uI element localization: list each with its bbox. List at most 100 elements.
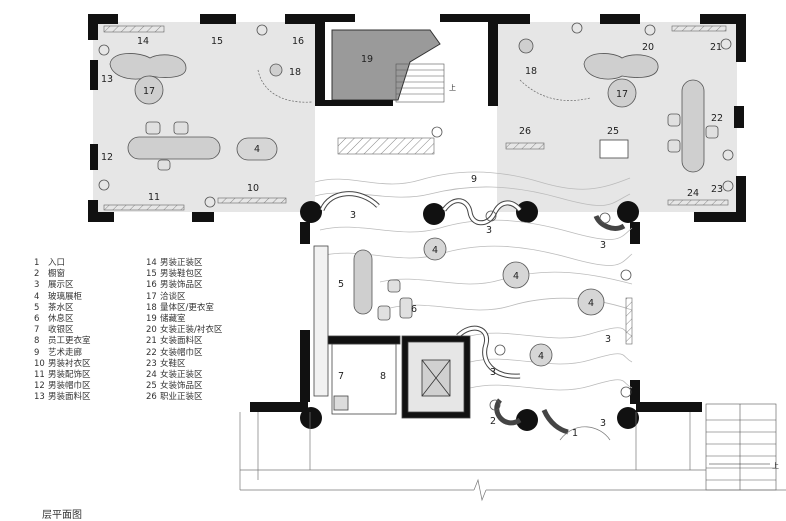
rack: [625, 297, 633, 345]
legend-number: 16: [146, 280, 157, 291]
legend-number: 22: [146, 347, 157, 358]
room-number-3: 3: [350, 210, 356, 221]
legend-number: 2: [34, 269, 40, 280]
legend-label: 男装帽巾区: [48, 381, 91, 392]
wall-entry-left: [250, 402, 308, 412]
legend-number: 4: [34, 291, 40, 302]
entry-stair: [705, 403, 777, 491]
column: [516, 409, 538, 431]
mannequins: [98, 22, 734, 411]
wall-top-right-c: [700, 14, 746, 24]
women-long-table: [681, 79, 705, 173]
wall-top-left-c: [285, 14, 315, 24]
chair: [667, 139, 681, 153]
display-racks-inner: [320, 192, 522, 378]
legend-number: 15: [146, 269, 157, 280]
wall-right-bottom: [736, 176, 746, 222]
men-long-table: [127, 136, 221, 160]
legend-number: 3: [34, 280, 40, 291]
wall-storage-bottom: [315, 100, 393, 106]
room-number-3: 3: [490, 367, 496, 378]
stool: [518, 38, 534, 54]
legend-number: 5: [34, 302, 40, 313]
room-number-12: 12: [101, 152, 113, 163]
mannequin-icon: [722, 180, 734, 192]
column: [300, 201, 322, 223]
column: [300, 407, 322, 429]
legend-number: 17: [146, 291, 157, 302]
room-number-14: 14: [137, 36, 149, 47]
partition: [327, 335, 401, 345]
glass-case: [577, 288, 605, 316]
wall-storage-right: [488, 14, 498, 106]
legend-number: 10: [34, 358, 45, 369]
room-number-19: 19: [361, 54, 373, 65]
glass-case: [236, 137, 278, 161]
tea-bar: [353, 249, 373, 315]
mannequin-icon: [720, 38, 732, 50]
wall-top-left-a: [88, 14, 118, 24]
wall-corner-bl: [88, 200, 98, 222]
plan-caption: 层平面图: [42, 510, 82, 521]
wall-top-left-b: [200, 14, 236, 24]
room-number-2: 2: [490, 416, 496, 427]
legend-number: 1: [34, 258, 40, 268]
legend-label: 女装饰品区: [160, 381, 203, 392]
room-number-3: 3: [605, 334, 611, 345]
legend-label: 员工更衣室: [48, 336, 91, 347]
room-number-18: 18: [289, 67, 301, 78]
room-number-6: 6: [411, 304, 417, 315]
legend-label: 橱窗: [48, 269, 66, 280]
storage-stair: [395, 63, 445, 103]
room-number-26: 26: [519, 126, 531, 137]
room-number-5: 5: [338, 279, 344, 290]
legend-label: 入口: [48, 258, 66, 268]
wall-bottom-left-a: [88, 212, 114, 222]
glass-case: [529, 343, 553, 367]
mannequin-icon: [571, 22, 583, 34]
mannequin-icon: [620, 386, 632, 398]
corridor-display-bar: [337, 137, 435, 155]
room-number-4: 4: [538, 351, 544, 362]
lounge-chair: [377, 305, 391, 321]
legend-label: 储藏室: [160, 314, 186, 325]
wall-storage-left: [315, 14, 325, 106]
column: [617, 201, 639, 223]
chair: [667, 113, 681, 127]
legend-label: 女鞋区: [160, 358, 186, 369]
room-number-1: 1: [572, 428, 578, 439]
legend-number: 12: [34, 381, 45, 392]
legend-label: 女装面料区: [160, 336, 203, 347]
rack: [667, 199, 729, 206]
wall-top-right-b: [600, 14, 640, 24]
wall-lower-left-top: [300, 222, 310, 244]
rack: [671, 25, 727, 32]
cashier-desk: [333, 395, 349, 411]
legend-label: 男装正装区: [160, 258, 203, 268]
room-number-3: 3: [600, 418, 606, 429]
legend-number: 24: [146, 370, 157, 381]
mannequin-icon: [485, 210, 497, 222]
tea-counter: [313, 245, 329, 397]
columns: [300, 201, 639, 431]
wall-window-left-a: [90, 60, 98, 90]
legend-label: 男装配饰区: [48, 370, 91, 381]
furniture: [109, 38, 719, 321]
